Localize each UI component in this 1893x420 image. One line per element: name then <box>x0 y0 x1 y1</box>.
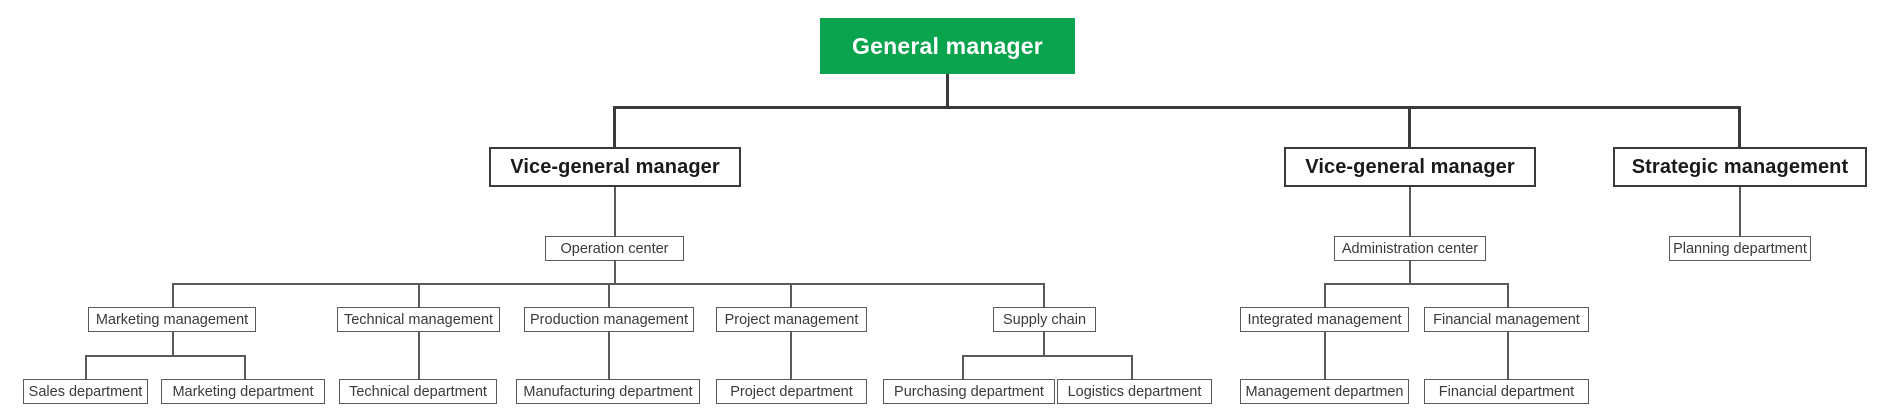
connector-supply-chain-stem <box>1043 331 1045 356</box>
node-label: Manufacturing department <box>523 383 693 400</box>
connector-operation-stem <box>614 260 616 284</box>
node-financial-department[interactable]: Financial department <box>1424 379 1589 404</box>
connector-drop-strategic <box>1738 106 1741 148</box>
node-label: Vice-general manager <box>1305 155 1515 178</box>
node-marketing-management[interactable]: Marketing management <box>88 307 256 332</box>
connector-drop-purchasing-dept <box>962 355 964 380</box>
connector-drop-integrated-mgmt <box>1324 283 1326 308</box>
node-label: Project department <box>730 383 853 400</box>
node-vice-general-manager-1[interactable]: Vice-general manager <box>489 147 741 187</box>
node-purchasing-department[interactable]: Purchasing department <box>883 379 1055 404</box>
connector-supply-chain-bus <box>962 355 1132 357</box>
connector-project-mgmt-to-dept <box>790 331 792 380</box>
connector-level1-bus <box>613 106 1741 109</box>
connector-drop-supply-chain <box>1043 283 1045 308</box>
node-label: Administration center <box>1341 240 1479 257</box>
node-label: Purchasing department <box>894 383 1044 400</box>
node-label: Marketing department <box>172 383 314 400</box>
connector-root-stem <box>946 73 949 108</box>
node-supply-chain[interactable]: Supply chain <box>993 307 1096 332</box>
node-technical-department[interactable]: Technical department <box>339 379 497 404</box>
node-label: Technical management <box>343 311 494 328</box>
node-logistics-department[interactable]: Logistics department <box>1057 379 1212 404</box>
node-integrated-management[interactable]: Integrated management <box>1240 307 1409 332</box>
node-strategic-management[interactable]: Strategic management <box>1613 147 1867 187</box>
connector-drop-vice1 <box>613 106 616 148</box>
node-technical-management[interactable]: Technical management <box>337 307 500 332</box>
node-planning-department[interactable]: Planning department <box>1669 236 1811 261</box>
connector-drop-financial-mgmt <box>1507 283 1509 308</box>
connector-drop-technical-mgmt <box>418 283 420 308</box>
node-management-department[interactable]: Management departmen <box>1240 379 1409 404</box>
node-administration-center[interactable]: Administration center <box>1334 236 1486 261</box>
connector-financial-mgmt-to-dept <box>1507 331 1509 380</box>
node-general-manager[interactable]: General manager <box>820 18 1075 74</box>
connector-integrated-mgmt-to-dept <box>1324 331 1326 380</box>
node-label: Vice-general manager <box>510 155 720 178</box>
node-label: General manager <box>852 32 1043 59</box>
node-label: Operation center <box>560 240 669 257</box>
node-label: Sales department <box>28 383 143 400</box>
node-label: Financial management <box>1433 311 1580 328</box>
node-label: Technical department <box>349 383 487 400</box>
node-financial-management[interactable]: Financial management <box>1424 307 1589 332</box>
connector-vice1-to-operation <box>614 186 616 236</box>
node-project-department[interactable]: Project department <box>716 379 867 404</box>
connector-administration-bus <box>1324 283 1508 285</box>
node-label: Integrated management <box>1247 311 1402 328</box>
connector-technical-mgmt-to-dept <box>418 331 420 380</box>
node-label: Planning department <box>1673 240 1807 257</box>
node-label: Project management <box>724 311 859 328</box>
node-label: Production management <box>530 311 688 328</box>
node-operation-center[interactable]: Operation center <box>545 236 684 261</box>
node-label: Marketing management <box>95 311 249 328</box>
node-label: Strategic management <box>1631 155 1849 178</box>
connector-administration-stem <box>1409 260 1411 284</box>
connector-drop-marketing-dept <box>244 355 246 380</box>
connector-marketing-mgmt-stem <box>172 331 174 356</box>
connector-drop-sales-dept <box>85 355 87 380</box>
node-manufacturing-department[interactable]: Manufacturing department <box>516 379 700 404</box>
connector-production-mgmt-to-dept <box>608 331 610 380</box>
node-production-management[interactable]: Production management <box>524 307 694 332</box>
node-sales-department[interactable]: Sales department <box>23 379 148 404</box>
connector-marketing-mgmt-bus <box>85 355 245 357</box>
node-label: Logistics department <box>1067 383 1202 400</box>
node-label: Supply chain <box>1002 311 1087 328</box>
connector-drop-production-mgmt <box>608 283 610 308</box>
node-label: Management departmen <box>1245 383 1404 400</box>
connector-vice2-to-administration <box>1409 186 1411 236</box>
connector-drop-vice2 <box>1408 106 1411 148</box>
node-vice-general-manager-2[interactable]: Vice-general manager <box>1284 147 1536 187</box>
node-project-management[interactable]: Project management <box>716 307 867 332</box>
connector-drop-project-mgmt <box>790 283 792 308</box>
connector-drop-logistics-dept <box>1131 355 1133 380</box>
node-marketing-department[interactable]: Marketing department <box>161 379 325 404</box>
connector-drop-marketing-mgmt <box>172 283 174 308</box>
node-label: Financial department <box>1438 383 1575 400</box>
connector-strategic-to-planning <box>1739 186 1741 236</box>
